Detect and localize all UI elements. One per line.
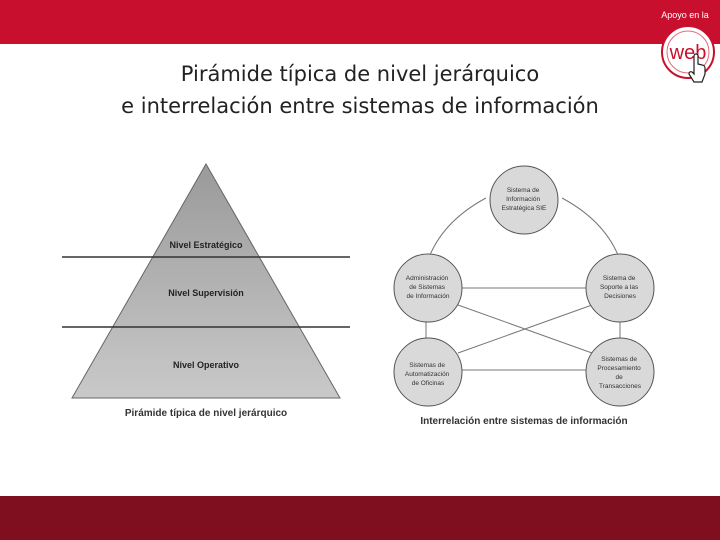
bottom-banner [0,496,720,540]
node-sao-label: Sistemas de Automatización de Oficinas [405,362,451,387]
web-logo-text: web [669,42,707,64]
connector-sie-ssd [561,197,619,256]
title-line-2: e interrelación entre sistemas de inform… [121,94,599,118]
level-operative: Nivel Operativo [173,360,240,370]
connector-ssd-sao [457,304,593,354]
badge-caption: Apoyo en la [661,10,709,20]
top-banner [0,0,720,44]
hand-cursor-icon [688,53,706,83]
node-ssd [585,253,655,323]
figure-area: Nivel Estratégico Nivel Supervisión Nive… [62,162,655,427]
pyramid-caption: Pirámide típica de nivel jerárquico [125,408,287,419]
network-caption: Interrelación entre sistemas de informac… [420,416,627,427]
title-line-1: Pirámide típica de nivel jerárquico [180,62,540,86]
node-asi-label: Administración de Sistemas de Informació… [406,275,450,300]
node-spt [585,337,655,407]
node-ssd-label: Sistema de Soporte a las Decisiones [600,275,640,300]
node-sao [393,337,463,407]
slide-title: Pirámide típica de nivel jerárquico e in… [60,58,660,122]
pyramid-shape [71,162,341,399]
node-sie-label: Sistema de Información Estratégica SIE [502,187,547,212]
web-logo[interactable]: web [658,24,720,98]
node-asi [393,253,463,323]
connector-lines [425,197,621,371]
level-supervision: Nivel Supervisión [168,288,244,298]
node-spt-label: Sistemas de Procesamiento de Transaccion… [597,356,642,390]
node-sie [489,165,559,235]
connector-sie-asi [429,197,487,256]
level-strategic: Nivel Estratégico [169,240,243,250]
